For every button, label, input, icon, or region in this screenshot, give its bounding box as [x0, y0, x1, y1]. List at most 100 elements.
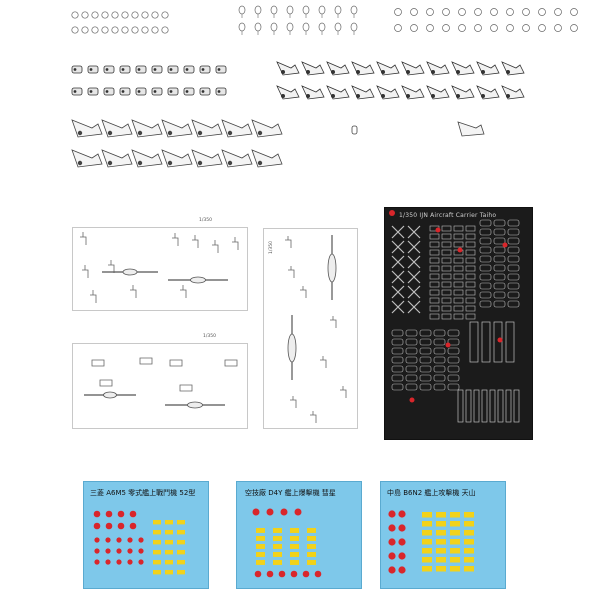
hinomaru-decal: [94, 537, 100, 543]
etched-lattice-part: [391, 270, 405, 284]
small-sprue-part: [310, 411, 317, 423]
yellow-marking-decal: [307, 544, 316, 549]
decal-title: 三菱 A6M5 零式艦上戰鬥機 52型: [90, 489, 196, 497]
yellow-marking-decal: [165, 550, 173, 555]
etched-rail-part: [441, 305, 452, 312]
small-ring-part: [131, 26, 139, 34]
small-round-part: [538, 8, 546, 16]
etched-rail-part: [453, 289, 464, 296]
small-ring-part: [71, 26, 79, 34]
yellow-marking-decal: [256, 536, 265, 541]
etched-rail-part: [429, 289, 440, 296]
small-round-part: [490, 24, 498, 32]
yellow-marking-decal: [307, 552, 316, 557]
yellow-marking-decal: [450, 521, 460, 527]
small-sprue-part: [212, 240, 219, 253]
small-round-part: [474, 24, 482, 32]
dark-small-part: [167, 65, 179, 74]
yellow-marking-decal: [290, 552, 299, 557]
hinomaru-decal: [105, 559, 111, 565]
yellow-marking-decal: [422, 566, 432, 572]
deck-tractor-wheel: [406, 70, 410, 74]
etched-small-part: [391, 356, 404, 364]
etched-red-mark: [409, 397, 415, 403]
hinomaru-decal: [116, 537, 122, 543]
deck-tractor-wheel: [481, 94, 485, 98]
small-round-part: [410, 24, 418, 32]
dark-small-part: [215, 87, 227, 96]
dark-small-part-hub: [201, 90, 205, 93]
yellow-marking-decal: [273, 528, 282, 533]
dark-small-part: [151, 87, 163, 96]
small-sprue-part: [99, 379, 113, 387]
small-sprue-part: [320, 356, 327, 368]
etched-ladder-part: [493, 264, 506, 272]
etched-small-part: [419, 374, 432, 382]
hinomaru-decal: [94, 548, 100, 554]
etched-ladder-part: [493, 291, 506, 299]
small-round-part: [458, 8, 466, 16]
deck-tractor-wheel: [456, 94, 460, 98]
hinomaru-decal: [254, 570, 262, 578]
etched-small-part: [419, 356, 432, 364]
etched-ladder-part: [507, 246, 520, 254]
yellow-marking-decal: [165, 530, 173, 535]
small-sprue-part: [169, 359, 183, 367]
etched-lattice-part: [407, 240, 421, 254]
small-ring-part: [101, 26, 109, 34]
dark-small-part: [103, 87, 115, 96]
small-sprue-part: [108, 260, 115, 273]
yellow-marking-decal: [422, 557, 432, 563]
yellow-marking-decal: [177, 540, 185, 545]
dark-small-part-hub: [153, 90, 157, 93]
etched-rail-part: [465, 313, 476, 320]
small-sprue-part: [90, 290, 97, 303]
etched-ladder-part: [493, 255, 506, 263]
yellow-marking-decal: [464, 557, 474, 563]
deck-tractor-wheel: [306, 94, 310, 98]
yellow-marking-decal: [464, 530, 474, 536]
dark-small-part-hub: [217, 68, 221, 71]
deck-tractor-wheel: [331, 94, 335, 98]
hinomaru-decal: [116, 559, 122, 565]
yellow-marking-decal: [422, 548, 432, 554]
etched-small-part: [433, 374, 446, 382]
etched-small-part: [405, 383, 418, 391]
deck-vehicle-wheel: [257, 160, 263, 166]
etched-small-part: [419, 347, 432, 355]
etched-long-part: [505, 321, 515, 363]
small-sprue-part: [139, 357, 153, 365]
hinomaru-decal: [105, 537, 111, 543]
small-round-part: [570, 24, 578, 32]
small-ring-part: [81, 11, 89, 19]
yellow-marking-decal: [450, 566, 460, 572]
small-round-part: [442, 24, 450, 32]
deck-vehicle-wheel: [107, 160, 113, 166]
etched-small-part: [419, 338, 432, 346]
dark-small-part: [199, 65, 211, 74]
hinomaru-decal: [93, 510, 101, 518]
etched-lattice-part: [391, 285, 405, 299]
etched-strip-part: [513, 389, 520, 423]
deck-vehicle-wheel: [257, 130, 263, 136]
yellow-marking-decal: [153, 570, 161, 575]
etched-red-mark: [497, 337, 503, 343]
small-ring-part: [151, 11, 159, 19]
deck-vehicle-wheel: [77, 130, 83, 136]
single-loose-part: [351, 125, 358, 135]
hinomaru-decal: [116, 548, 122, 554]
etched-lattice-part: [391, 225, 405, 239]
dark-small-part: [135, 87, 147, 96]
etched-small-part: [391, 347, 404, 355]
deck-tractor-wheel: [381, 94, 385, 98]
yellow-marking-decal: [436, 539, 446, 545]
etched-lattice-part: [407, 225, 421, 239]
deck-vehicle-wheel: [227, 160, 233, 166]
hinomaru-decal: [127, 559, 133, 565]
deck-vehicle-wheel: [137, 160, 143, 166]
small-round-part: [490, 8, 498, 16]
etched-small-part: [419, 383, 432, 391]
